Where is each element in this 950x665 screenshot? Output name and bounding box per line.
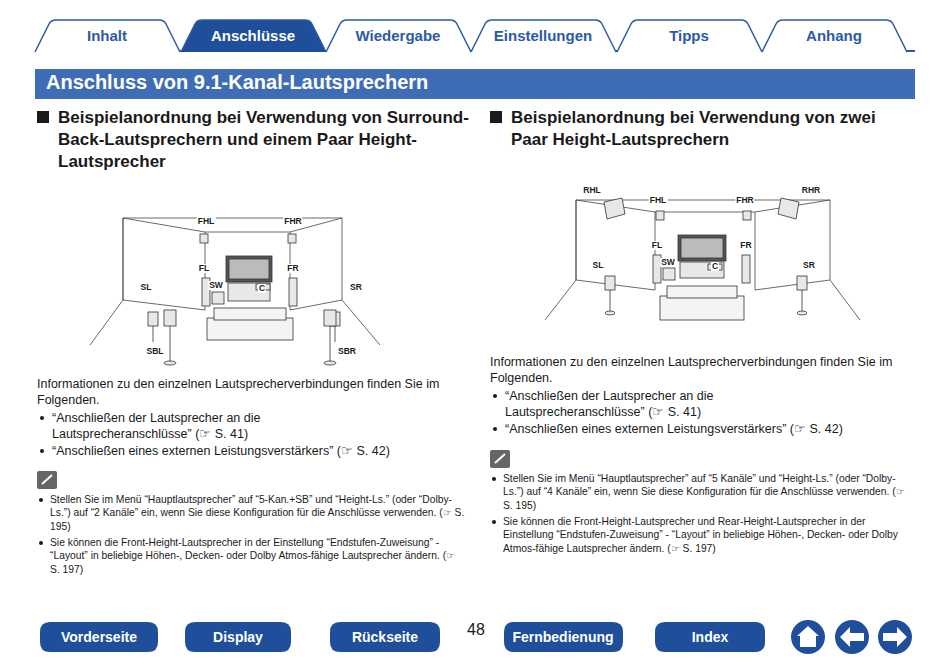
- bullet-dot: [492, 520, 496, 524]
- bullet-dot: [493, 394, 497, 398]
- tab-label: Anhang: [806, 27, 862, 44]
- tab-label: Wiedergabe: [356, 27, 441, 44]
- bullet-dot: [39, 541, 43, 545]
- speaker-label: FHR: [735, 196, 754, 205]
- speaker-label: FL: [651, 241, 663, 250]
- heading-marker: [37, 111, 49, 123]
- tab-label: Tipps: [669, 27, 709, 44]
- chapter-tab: Einstellungen: [471, 20, 616, 51]
- speaker-label: SR: [349, 283, 363, 292]
- speaker-label: SL: [592, 261, 605, 270]
- speakers-left: [148, 234, 340, 365]
- nav-button: Vorderseite: [40, 622, 158, 652]
- section-heading: Beispielanordnung bei Verwendung von Sur…: [58, 107, 473, 172]
- speaker-label: SBR: [337, 347, 357, 356]
- speakers-right: [604, 198, 807, 320]
- bullet-dot: [40, 449, 44, 453]
- body-text: Informationen zu den einzelnen Lautsprec…: [490, 354, 910, 387]
- speaker-label: FL: [198, 264, 210, 273]
- speaker-label: SR: [802, 261, 816, 270]
- room-right: [545, 200, 860, 320]
- tab-label: Index: [692, 629, 729, 645]
- room-left: [90, 218, 380, 345]
- tab-label: Fernbedienung: [512, 629, 613, 645]
- heading-marker: [490, 111, 502, 123]
- tab-label: Anschlüsse: [211, 27, 295, 44]
- note-text: Stellen Sie im Menü “Hauptlautsprecher” …: [50, 493, 465, 533]
- chapter-tab: Anhang: [762, 20, 907, 51]
- speaker-label: RHL: [582, 186, 601, 195]
- tab-label: Inhalt: [87, 27, 127, 44]
- tab-label: Display: [213, 629, 263, 645]
- tab-label: Rückseite: [352, 629, 418, 645]
- speaker-label: SW: [660, 258, 676, 267]
- tab-label: Einstellungen: [494, 27, 592, 44]
- note-text: Sie können die Front-Height-Lautsprecher…: [503, 515, 908, 555]
- bullet-dot: [40, 416, 44, 420]
- nav-button: Display: [185, 622, 291, 652]
- chapter-tab: Wiedergabe: [326, 20, 471, 51]
- page-title: Anschluss von 9.1-Kanal-Lautsprechern: [46, 71, 428, 94]
- chapter-tab: Anschlüsse: [181, 20, 326, 51]
- section-heading: Beispielanordnung bei Verwendung von zwe…: [511, 107, 911, 151]
- speaker-label: FHL: [197, 217, 216, 226]
- page-number: 48: [466, 621, 486, 639]
- bullet-text: “Anschließen eines externen Leistungsver…: [52, 443, 452, 459]
- speaker-label: RHR: [801, 186, 821, 195]
- chapter-tab: Tipps: [617, 20, 762, 51]
- speaker-label: FHR: [283, 217, 302, 226]
- bullet-text: “Anschließen der Lautsprecher an die Lau…: [52, 410, 392, 443]
- note-text: Stellen Sie im Menü “Hauptlautsprecher” …: [503, 472, 908, 512]
- speaker-label: SBL: [146, 347, 165, 356]
- speaker-label: C: [711, 262, 719, 271]
- speaker-label: SW: [208, 281, 224, 290]
- bullet-dot: [492, 477, 496, 481]
- nav-button: Rückseite: [330, 622, 440, 652]
- nav-icons: [791, 620, 912, 654]
- note-text: Sie können die Front-Height-Lautsprecher…: [50, 536, 465, 576]
- bullet-text: “Anschließen eines externen Leistungsver…: [505, 421, 905, 437]
- nav-button: Index: [655, 622, 765, 652]
- speaker-label: C: [258, 284, 266, 293]
- speaker-label: FR: [286, 264, 299, 273]
- speaker-label: FR: [739, 241, 752, 250]
- title-band: [35, 69, 915, 99]
- chapter-tab: Inhalt: [35, 20, 180, 51]
- speaker-label: FHL: [649, 196, 668, 205]
- body-text: Informationen zu den einzelnen Lautsprec…: [37, 376, 457, 409]
- bullet-dot: [493, 427, 497, 431]
- bullet-text: “Anschließen der Lautsprecher an die Lau…: [505, 388, 845, 421]
- bullet-dot: [39, 498, 43, 502]
- nav-button: Fernbedienung: [504, 622, 623, 652]
- tab-label: Vorderseite: [61, 629, 137, 645]
- speaker-label: SL: [140, 283, 153, 292]
